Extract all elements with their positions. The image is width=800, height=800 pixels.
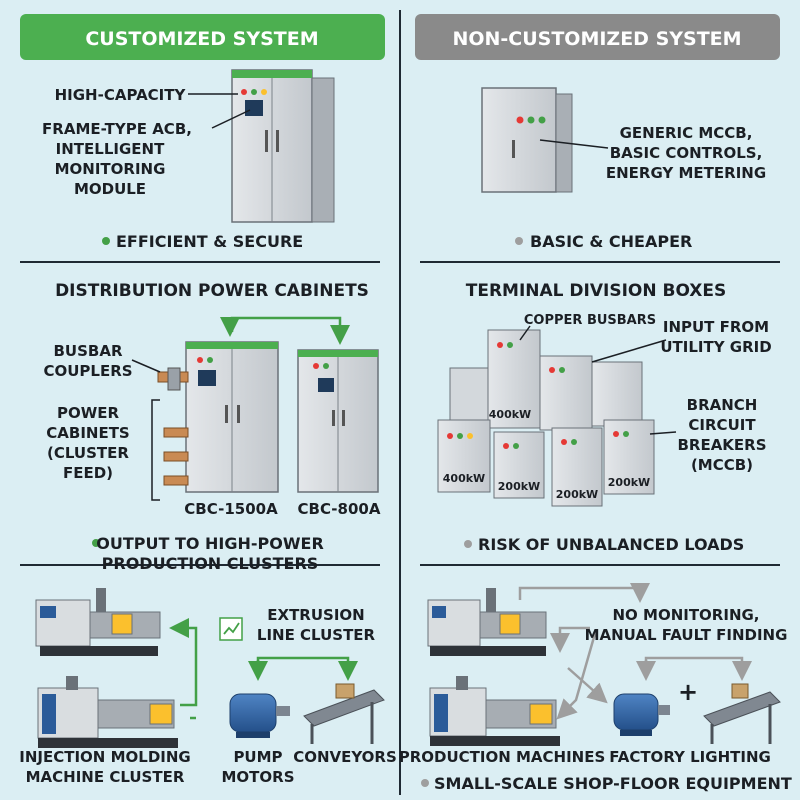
production-machine-2 bbox=[429, 676, 560, 746]
extrusion-label-line2: LINE CLUSTER bbox=[257, 626, 376, 644]
smallscale-bullet: SMALL-SCALE SHOP-FLOOR EQUIPMENT bbox=[434, 774, 792, 793]
division-boxes bbox=[437, 329, 655, 507]
terminal-title: TERMINAL DIVISION BOXES bbox=[466, 281, 727, 301]
header-customized-text: CUSTOMIZED SYSTEM bbox=[85, 28, 318, 50]
mccb-cabinet bbox=[481, 87, 573, 193]
bullet-dot-green-2 bbox=[92, 539, 100, 547]
acb-label-2-line2: INTELLIGENT bbox=[56, 140, 165, 158]
busbar-label-line2: COUPLERS bbox=[43, 362, 132, 380]
injection-machine-2 bbox=[37, 676, 178, 748]
injection-label-line1: INJECTION MOLDING bbox=[19, 748, 190, 766]
bullet-dot-gray bbox=[515, 237, 523, 245]
power-cable-1 bbox=[163, 427, 189, 438]
box-label-2: 400kW bbox=[443, 472, 485, 485]
feed-line-injection bbox=[169, 618, 198, 707]
mccb-label-line3: ENERGY METERING bbox=[606, 164, 766, 182]
power-bracket bbox=[151, 399, 160, 501]
pump-label-line1: PUMP bbox=[233, 748, 282, 766]
pump-label-line2: MOTORS bbox=[221, 768, 294, 786]
cbc1500-label: CBC-1500A bbox=[184, 500, 278, 518]
production-label: PRODUCTION MACHINES bbox=[399, 748, 606, 766]
extrusion-label-line1: EXTRUSION bbox=[267, 606, 364, 624]
acb-label-2-line4: MODULE bbox=[74, 180, 146, 198]
cabinet-cbc800 bbox=[297, 349, 379, 493]
power-cable-3 bbox=[163, 475, 189, 486]
basic-bullet: BASIC & CHEAPER bbox=[530, 232, 692, 251]
box-label-4: 200kW bbox=[556, 488, 598, 501]
branch-label-line4: (MCCB) bbox=[691, 456, 753, 474]
injection-label-line2: MACHINE CLUSTER bbox=[26, 768, 185, 786]
header-noncustomized-text: NON-CUSTOMIZED SYSTEM bbox=[452, 28, 741, 50]
power-label-line3: (CLUSTER bbox=[47, 444, 129, 462]
mccb-label-line1: GENERIC MCCB, bbox=[620, 124, 753, 142]
box-label-5: 200kW bbox=[608, 476, 650, 489]
plus-sign: + bbox=[678, 678, 698, 706]
branch-label-line1: BRANCH bbox=[687, 396, 758, 414]
tangled-lines bbox=[518, 583, 752, 720]
monitoring-label-line2: MANUAL FAULT FINDING bbox=[585, 626, 788, 644]
header-customized bbox=[20, 14, 385, 60]
box-label-3: 200kW bbox=[498, 480, 540, 493]
injection-machine-1 bbox=[35, 588, 161, 656]
bullet-dot-green bbox=[102, 237, 110, 245]
unbalanced-bullet: RISK OF UNBALANCED LOADS bbox=[478, 535, 744, 554]
power-label-line1: POWER bbox=[57, 404, 120, 422]
pump-motor bbox=[229, 693, 290, 738]
output-bullet-line1: OUTPUT TO HIGH-POWER bbox=[96, 534, 324, 553]
conveyor bbox=[303, 683, 385, 744]
mccb-label-line2: BASIC CONTROLS, bbox=[610, 144, 763, 162]
lighting-motor bbox=[613, 693, 670, 736]
monitoring-label-line1: NO MONITORING, bbox=[612, 606, 759, 624]
cabinet-cbc1500 bbox=[185, 341, 279, 493]
cbc800-label: CBC-800A bbox=[298, 500, 381, 518]
box-label-1: 400kW bbox=[489, 408, 531, 421]
bullet-dot-gray-3 bbox=[421, 779, 429, 787]
acb-label-2-line3: MONITORING bbox=[55, 160, 166, 178]
copper-busbars-label: COPPER BUSBARS bbox=[524, 313, 656, 328]
bullet-dot-gray-2 bbox=[464, 540, 472, 548]
input-label-line1: INPUT FROM bbox=[663, 318, 769, 336]
acb-cabinet bbox=[231, 69, 335, 223]
acb-label-1: HIGH-CAPACITY bbox=[55, 86, 187, 104]
power-label-line4: FEED) bbox=[63, 464, 113, 482]
input-label-line2: UTILITY GRID bbox=[660, 338, 771, 356]
distribution-title: DISTRIBUTION POWER CABINETS bbox=[55, 281, 369, 301]
lighting-conveyor bbox=[703, 683, 781, 744]
busbar-label-line1: BUSBAR bbox=[53, 342, 122, 360]
lighting-label: FACTORY LIGHTING bbox=[609, 748, 771, 766]
header-noncustomized bbox=[415, 14, 780, 60]
power-label-line2: CABINETS bbox=[46, 424, 129, 442]
efficient-bullet: EFFICIENT & SECURE bbox=[116, 232, 303, 251]
power-cable-2 bbox=[163, 451, 189, 462]
output-bullet-line2: PRODUCTION CLUSTERS bbox=[102, 554, 319, 573]
conveyors-label: CONVEYORS bbox=[293, 748, 397, 766]
acb-label-2-line1: FRAME-TYPE ACB, bbox=[42, 120, 192, 138]
branch-label-line2: CIRCUIT bbox=[688, 416, 756, 434]
production-machine-1 bbox=[427, 588, 547, 656]
branch-label-line3: BREAKERS bbox=[677, 436, 766, 454]
